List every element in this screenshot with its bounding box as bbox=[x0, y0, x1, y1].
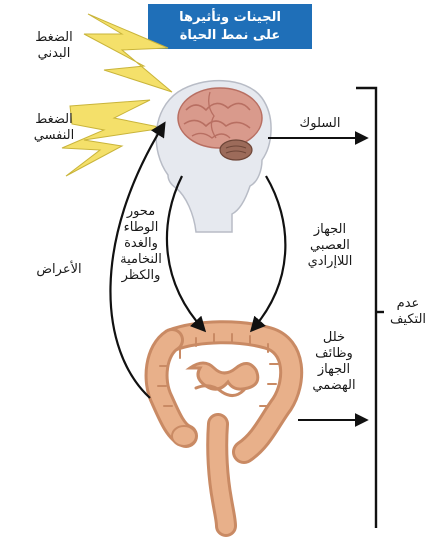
label-psych-stress: الضغط النفسي bbox=[22, 112, 86, 144]
arrow-autonomic bbox=[252, 176, 285, 330]
label-autonomic: الجهاز العصبي اللاإرادي bbox=[300, 222, 360, 270]
label-physical-stress: الضغط البدني bbox=[22, 30, 86, 62]
label-gi-dysfunction: خلل وظائف الجهاز الهضمي bbox=[304, 330, 364, 394]
label-behavior: السلوك bbox=[280, 116, 360, 132]
label-maladaptation: عدم التكيف bbox=[384, 296, 432, 328]
label-hpa-axis: محور الوطاء والغدة النخامية والكظر bbox=[108, 204, 174, 284]
maladaptation-bracket bbox=[356, 88, 376, 528]
diagram-title: الجينات وتأثيرها على نمط الحياة bbox=[148, 4, 312, 49]
label-symptoms: الأعراض bbox=[22, 262, 96, 278]
intestine-icon bbox=[157, 332, 292, 526]
